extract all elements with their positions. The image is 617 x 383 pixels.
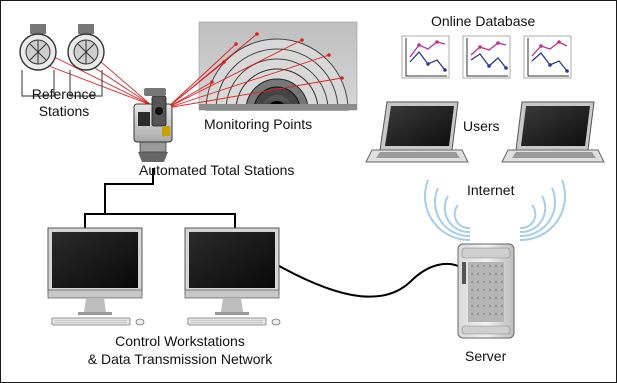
line-chart-icon <box>462 35 511 79</box>
wifi-signal-icon <box>423 179 471 242</box>
total-station-icon <box>133 88 173 162</box>
control-workstations-label-line1: Control Workstations <box>115 333 245 349</box>
automated-total-stations-label: Automated Total Stations <box>139 162 295 178</box>
mouse-icon <box>271 318 281 326</box>
online-database-label: Online Database <box>431 13 536 29</box>
keyboard-icon <box>51 317 131 326</box>
wifi-signal-icon <box>519 179 567 242</box>
control-workstations-label-line2: & Data Transmission Network <box>87 351 273 367</box>
monitoring-points-label: Monitoring Points <box>204 116 313 132</box>
laptop-icon <box>365 101 469 163</box>
tunnel-icon <box>198 21 358 111</box>
reference-stations-label-line1: Reference <box>31 86 97 102</box>
monitor-icon <box>184 227 280 315</box>
network-cable <box>84 168 459 298</box>
line-chart-icon <box>523 35 572 79</box>
internet-label: Internet <box>467 182 515 198</box>
mouse-icon <box>135 318 145 326</box>
line-chart-icon <box>401 35 450 79</box>
users-label: Users <box>463 118 500 134</box>
prism-icon <box>67 24 105 97</box>
monitor-icon <box>47 227 143 315</box>
server-label: Server <box>465 348 507 364</box>
reference-stations-label-line2: Stations <box>38 103 90 119</box>
prism-icon <box>19 24 57 97</box>
keyboard-icon <box>187 317 267 326</box>
laptop-icon <box>501 101 605 163</box>
server-tower-icon <box>457 243 515 339</box>
